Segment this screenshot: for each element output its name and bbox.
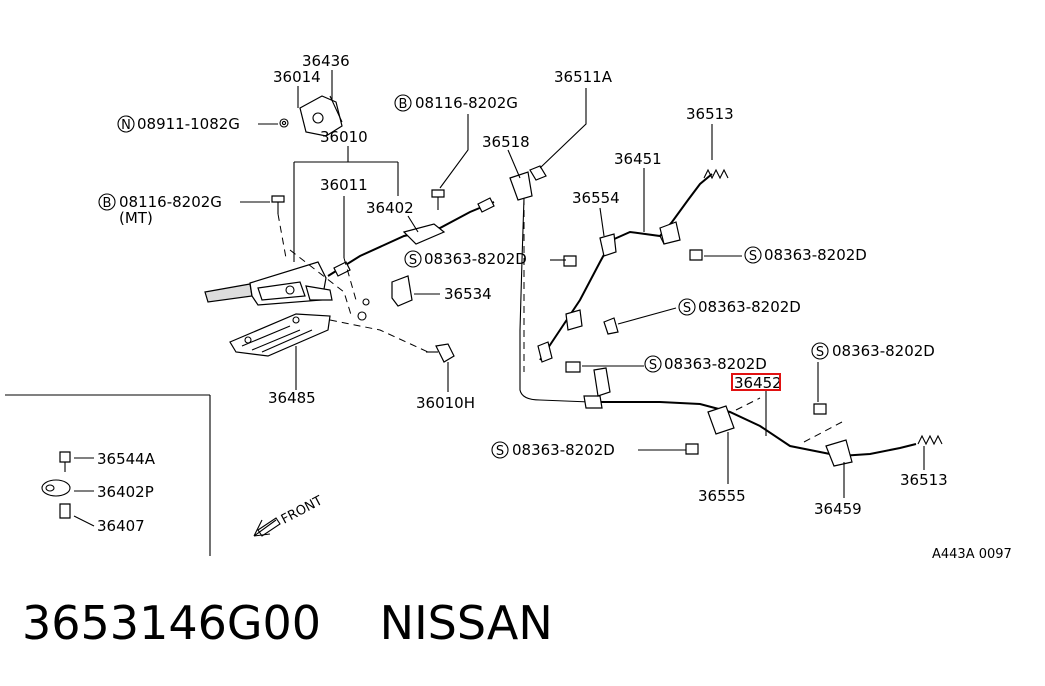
caption-part-number: 3653146G00 (22, 596, 322, 650)
front-arrow-icon (253, 517, 281, 537)
caption-brand: NISSAN (379, 596, 553, 650)
label-36407: 36407 (97, 517, 145, 535)
label-ref-code: A443A 0097 (932, 547, 1012, 562)
label-08363-e: 08363-8202D (832, 342, 935, 360)
front-cable (327, 165, 547, 277)
s-symbol-letter: S (409, 253, 417, 268)
label-08911-1082g: 08911-1082G (137, 115, 240, 133)
label-36555: 36555 (698, 487, 746, 505)
leader-lines (73, 70, 925, 527)
symbol-letters: N B B S S S S S S (103, 97, 825, 459)
n-symbol-letter: N (121, 118, 131, 133)
label-36014: 36014 (273, 68, 321, 86)
label-08116-top: 08116-8202G (415, 94, 518, 112)
s-symbol-letter: S (496, 444, 504, 459)
b-symbol-icon (98, 193, 116, 211)
n-symbol-icon (117, 115, 135, 133)
s-symbol-icon (744, 246, 762, 264)
label-08116-left: 08116-8202G (119, 193, 222, 211)
brake-lever-assembly (204, 95, 455, 363)
label-mt: (MT) (119, 209, 153, 227)
label-36511a: 36511A (554, 68, 613, 86)
label-36459: 36459 (814, 500, 862, 518)
s-symbol-letter: S (683, 301, 691, 316)
b-symbol-letter: B (399, 97, 408, 112)
b-symbol-icon (394, 94, 412, 112)
label-08363-a: 08363-8202D (424, 250, 527, 268)
label-08363-d: 08363-8202D (664, 355, 767, 373)
label-36544a: 36544A (97, 450, 156, 468)
label-36513-top: 36513 (686, 105, 734, 123)
label-36010: 36010 (320, 128, 368, 146)
label-36011: 36011 (320, 176, 368, 194)
label-36518: 36518 (482, 133, 530, 151)
caption: 3653146G00 NISSAN (22, 596, 553, 650)
s-symbol-icon (678, 298, 696, 316)
s-symbol-icon (811, 342, 829, 360)
label-36534: 36534 (444, 285, 492, 303)
label-front: FRONT (279, 493, 325, 527)
label-36436: 36436 (302, 52, 350, 70)
label-36513-bottom: 36513 (900, 471, 948, 489)
s-symbol-icon (491, 441, 509, 459)
s-symbol-icon (644, 355, 662, 373)
assembly-dash-lines (277, 198, 525, 372)
label-36402p: 36402P (97, 483, 154, 501)
label-36402: 36402 (366, 199, 414, 217)
label-36452: 36452 (734, 374, 782, 392)
rear-cables (519, 168, 943, 467)
label-36451: 36451 (614, 150, 662, 168)
label-08363-b: 08363-8202D (764, 246, 867, 264)
s-symbol-letter: S (749, 249, 757, 264)
b-symbol-letter: B (103, 196, 112, 211)
label-08363-c: 08363-8202D (698, 298, 801, 316)
part-labels: 36436 36014 08911-1082G 08116-8202G 3601… (97, 52, 1012, 562)
label-36485: 36485 (268, 389, 316, 407)
s-symbol-letter: S (816, 345, 824, 360)
label-08363-f: 08363-8202D (512, 441, 615, 459)
s-symbol-letter: S (649, 358, 657, 373)
label-36554: 36554 (572, 189, 620, 207)
s-symbol-icon (404, 250, 422, 268)
label-36010h: 36010H (416, 394, 475, 412)
highlight-box (731, 373, 781, 391)
parts-diagram: N B B S S S S S S 36436 36014 08911-1082… (5, 52, 1012, 562)
inset-frame (5, 394, 211, 556)
inset-parts (41, 451, 71, 519)
symbol-circles (98, 94, 829, 459)
